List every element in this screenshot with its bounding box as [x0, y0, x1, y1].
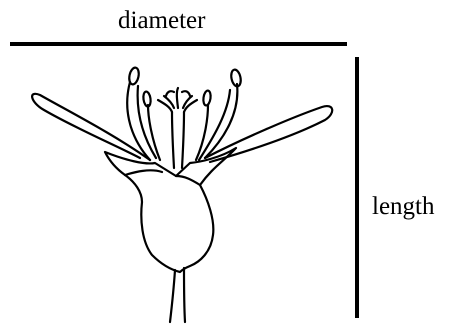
- left-petal: [32, 94, 150, 160]
- calyx-lobe-left: [125, 170, 162, 175]
- style-left: [172, 112, 174, 168]
- style-right: [182, 112, 184, 168]
- left-anther: [128, 67, 140, 85]
- calyx-lobe-right: [176, 176, 200, 185]
- stem-right: [184, 268, 185, 322]
- stigma: [158, 88, 197, 112]
- stem: [170, 270, 175, 322]
- inner-right-filament: [196, 105, 208, 160]
- flower-icon: [32, 67, 332, 322]
- inner-right-anther: [202, 90, 211, 106]
- calyx: [105, 148, 236, 272]
- inner-left-filament: [148, 105, 160, 160]
- inner-left-anther: [142, 91, 151, 107]
